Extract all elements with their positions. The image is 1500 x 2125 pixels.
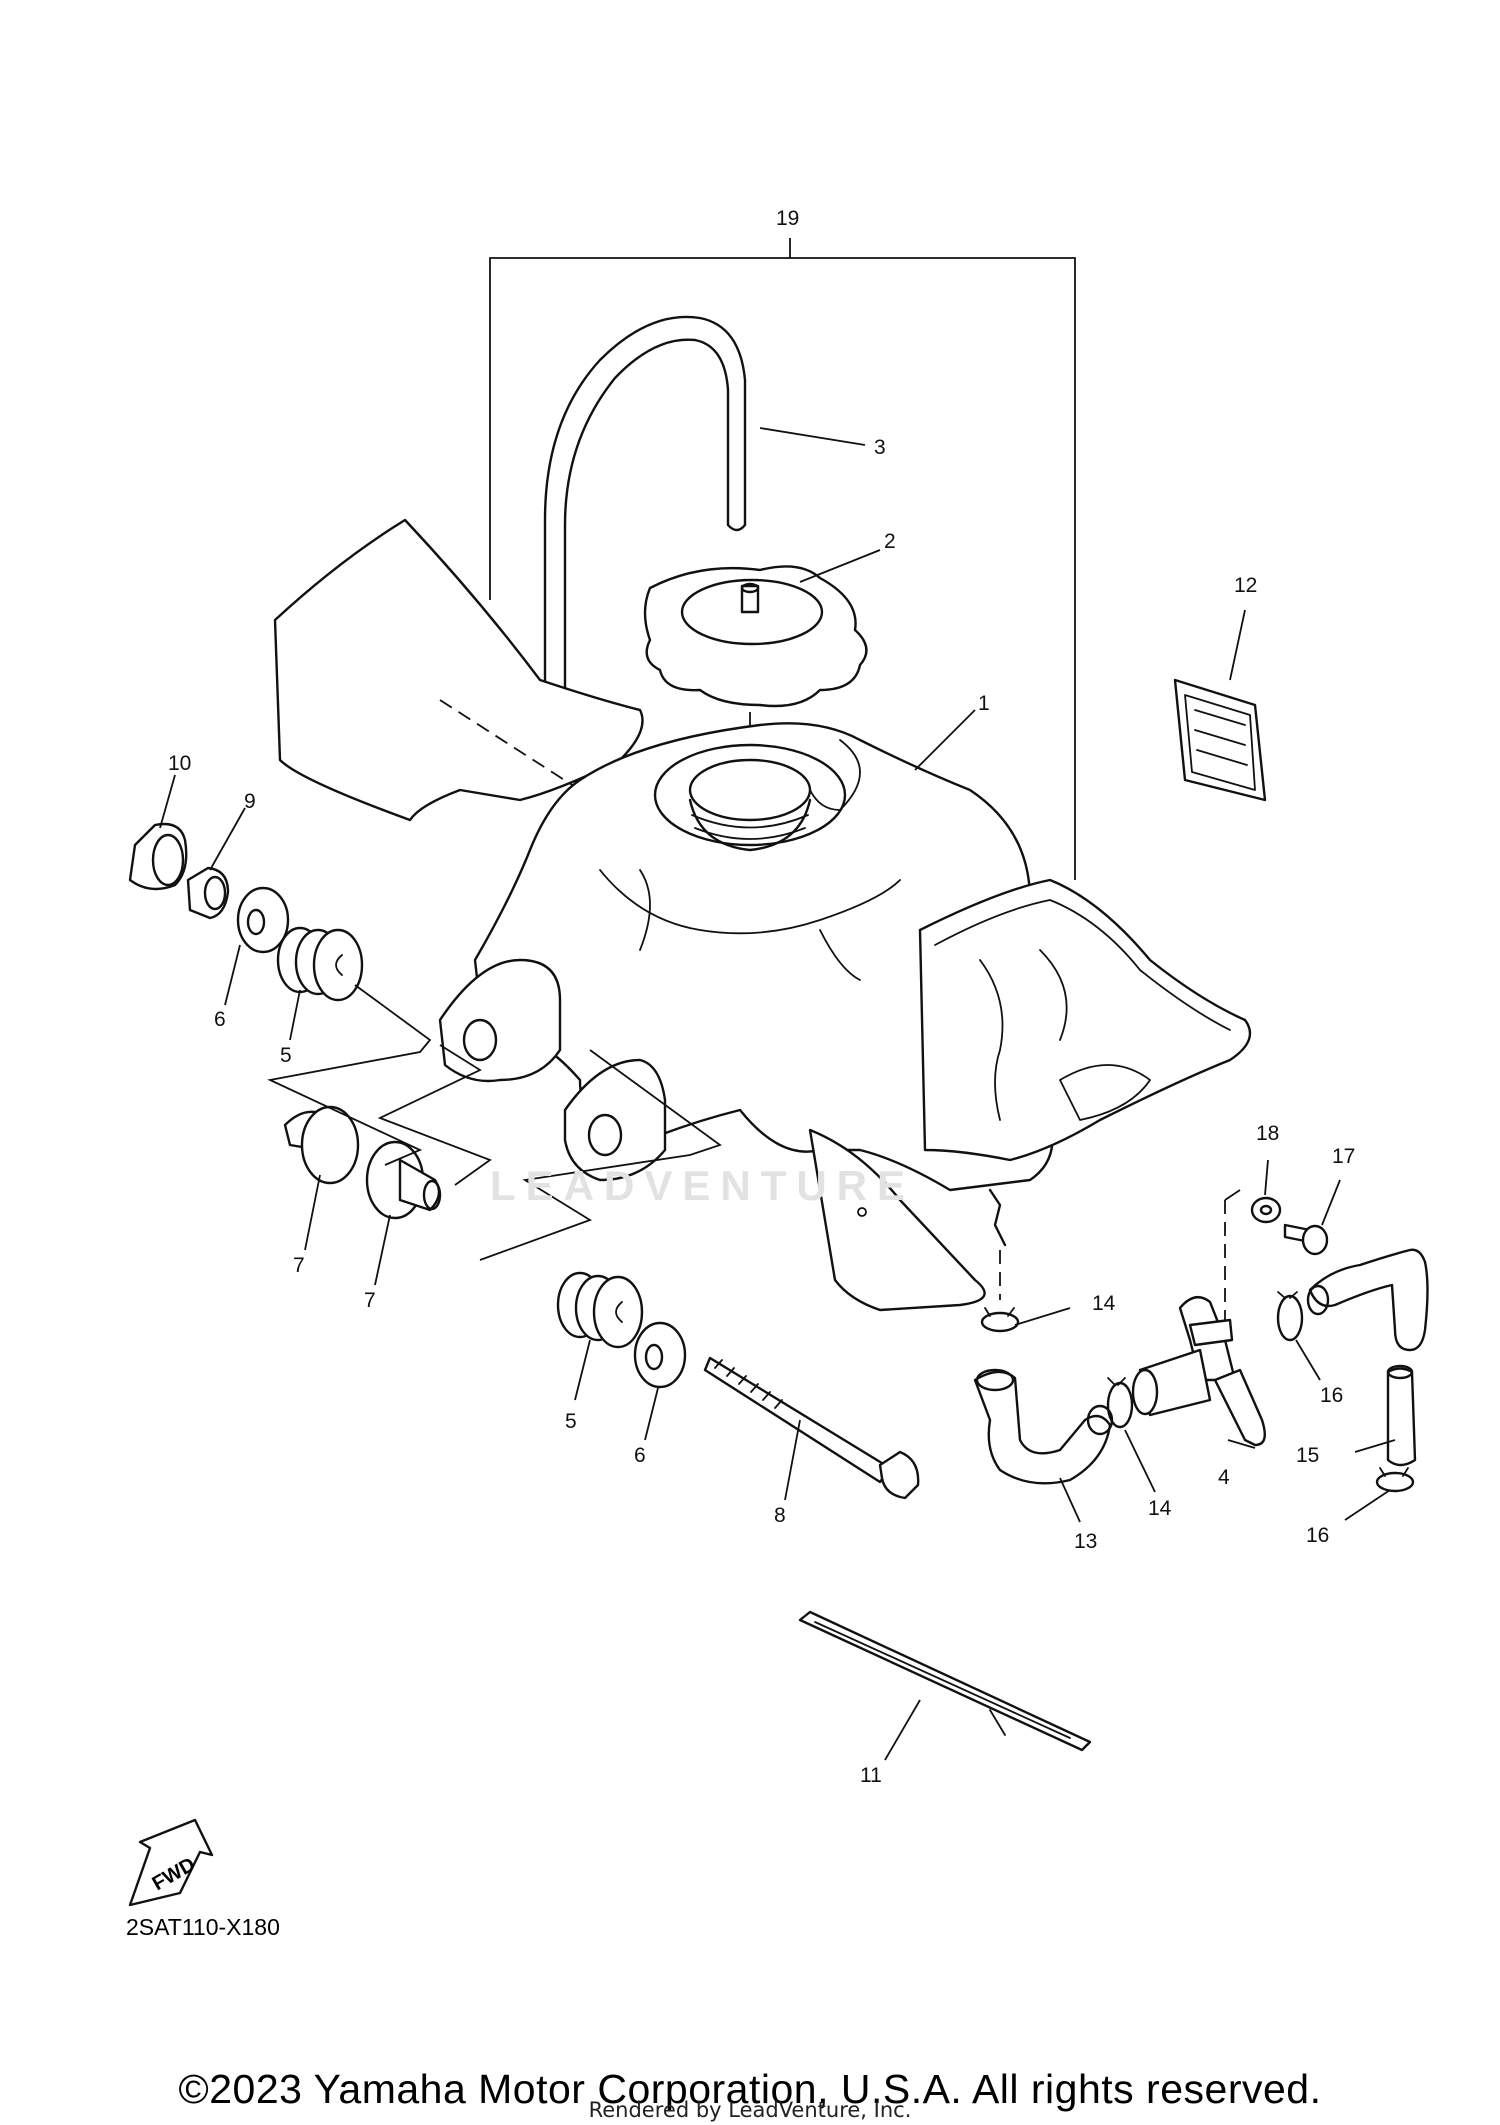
callout-19: 19	[776, 207, 799, 230]
callout-4: 4	[1218, 1466, 1230, 1489]
fuel-cap-part-2	[643, 565, 868, 780]
clamp-part-14-lower	[1106, 1377, 1134, 1429]
callout-16: 16	[1320, 1384, 1343, 1407]
collar-part-9	[186, 866, 230, 920]
callout-11: 11	[860, 1764, 882, 1787]
callout-6-b: 6	[634, 1444, 646, 1467]
drawing-code: 2SAT110-X180	[126, 1914, 280, 1940]
callout-1: 1	[978, 692, 990, 715]
callout-14: 14	[1092, 1292, 1116, 1315]
washer-part-6	[236, 886, 290, 954]
bracket-19	[489, 238, 1076, 880]
callout-10: 10	[168, 752, 191, 775]
leader-lines	[159, 427, 1396, 1761]
callout-9: 9	[244, 790, 256, 813]
washer-part-6-lower	[633, 1321, 687, 1389]
hose-part-15	[1306, 1248, 1429, 1467]
clamp-part-14	[980, 1307, 1020, 1333]
watermark-text: LEADVENTURE	[490, 1162, 916, 1209]
collar-part-7	[283, 1105, 360, 1185]
cap-part-10	[128, 822, 188, 891]
callout-5: 5	[280, 1044, 292, 1067]
copyright-notice: ©2023 Yamaha Motor Corporation, U.S.A. A…	[178, 2066, 1322, 2112]
screw-part-17	[1283, 1223, 1329, 1256]
callout-8: 8	[774, 1504, 786, 1527]
callout-12: 12	[1234, 574, 1257, 597]
callout-labels: 19 3 2 12 1 10 9 6 5 7 7 18 17 14 5 6 8 …	[168, 207, 1355, 1787]
callout-6: 6	[214, 1008, 226, 1031]
clamp-part-16	[1276, 1291, 1304, 1342]
fwd-arrow-icon: FWD	[128, 1818, 214, 1907]
callout-7: 7	[293, 1254, 305, 1277]
fuel-hose-part-13	[973, 1368, 1114, 1485]
callout-15: 15	[1296, 1444, 1319, 1467]
callout-13: 13	[1074, 1530, 1097, 1553]
fuel-tank-part-1	[273, 518, 1252, 1312]
callout-7-b: 7	[364, 1289, 376, 1312]
damper-part-5-lower	[556, 1271, 644, 1349]
fuel-cock-part-4	[1131, 1189, 1266, 1447]
emblem-part-12	[1173, 678, 1267, 802]
strip-part-11	[798, 1610, 1092, 1752]
callout-3: 3	[874, 436, 886, 459]
clamp-part-16-lower	[1375, 1467, 1415, 1493]
rendered-by-notice: Rendered by LeadVenture, Inc.	[588, 2098, 912, 2122]
bolt-part-8	[703, 1356, 920, 1500]
collar-part-7-right	[365, 1140, 442, 1220]
callout-2: 2	[884, 530, 896, 553]
callout-16-b: 16	[1306, 1524, 1329, 1547]
washer-part-18	[1250, 1196, 1282, 1224]
damper-part-5	[276, 926, 364, 1002]
callout-18: 18	[1256, 1122, 1279, 1145]
callout-14-b: 14	[1148, 1497, 1172, 1520]
callout-17: 17	[1332, 1145, 1355, 1168]
callout-5-b: 5	[565, 1410, 577, 1433]
